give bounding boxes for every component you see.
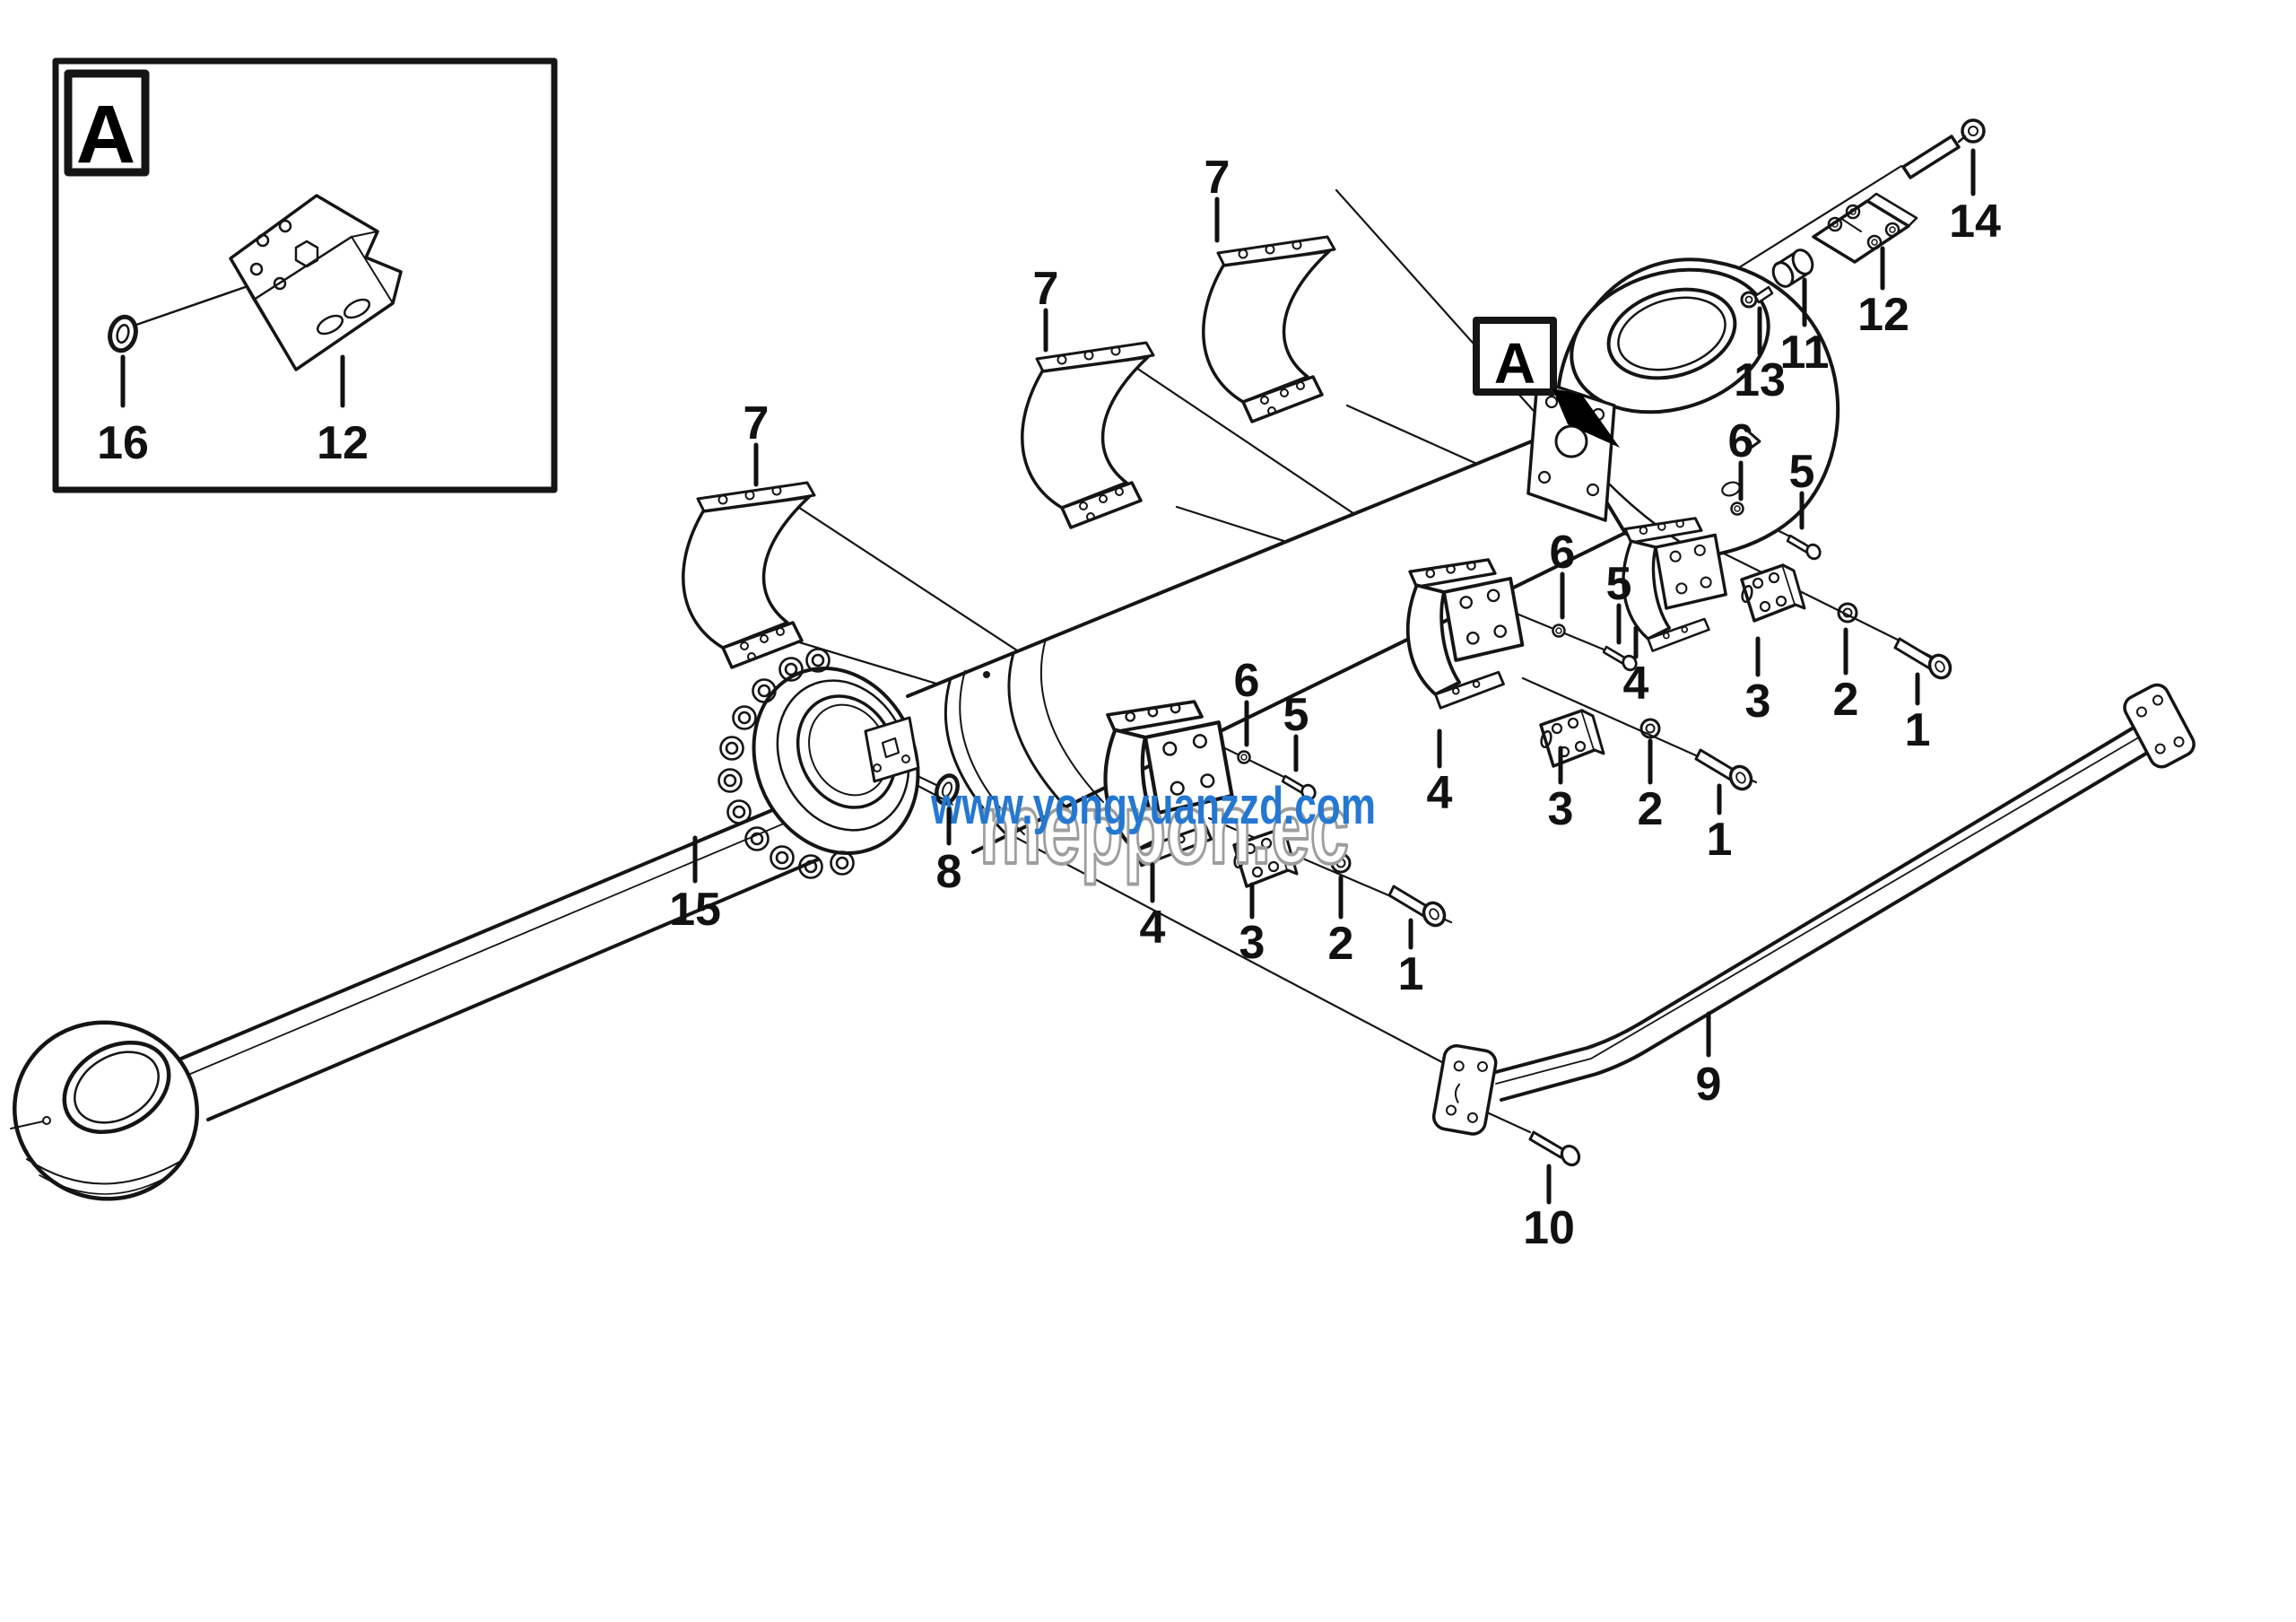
callout-3-mid: 3	[1548, 783, 1574, 835]
watermark-blue: www.yongyuanzzd.com	[930, 777, 1376, 835]
callout-7-b: 7	[1033, 263, 1059, 315]
callout-11: 11	[1780, 327, 1830, 379]
callout-6-mid: 6	[1550, 527, 1576, 579]
callout-15: 15	[669, 884, 721, 936]
detail-marker-a	[1473, 317, 1620, 448]
clamp-7-b	[1021, 341, 1155, 529]
bolt-1-left	[1387, 885, 1447, 928]
piston-rod-15	[179, 799, 820, 1121]
callout-4-left: 4	[1140, 902, 1166, 954]
callout-7-c: 7	[744, 397, 770, 449]
gland-bolts	[718, 648, 855, 879]
callout-6-left: 6	[1234, 655, 1260, 707]
cylinder-barrel	[906, 427, 1627, 854]
callout-5-right: 5	[1789, 446, 1815, 498]
bolt-1-right	[1893, 637, 1952, 680]
callout-2-left: 2	[1328, 918, 1354, 970]
bolt-14	[1901, 118, 1986, 179]
clamp-block-12	[1812, 192, 1918, 264]
callout-1-right: 1	[1905, 704, 1931, 756]
callout-8: 8	[936, 846, 962, 898]
screw-5-mid	[1602, 645, 1638, 672]
gland-assembly	[718, 648, 920, 879]
callout-3-right: 3	[1745, 676, 1771, 728]
inset-detail-box	[52, 57, 558, 493]
valve-block-12-inset	[229, 194, 403, 371]
o-ring-8	[935, 773, 960, 806]
cylinder-head	[1526, 257, 1840, 560]
callout-3-left: 3	[1239, 917, 1265, 969]
screw-13	[1740, 285, 1774, 309]
clamp-7-a	[1202, 235, 1336, 423]
pipe-flange-right	[2123, 683, 2196, 769]
clamp-7-c	[682, 481, 816, 669]
callout-12-head: 12	[1857, 289, 1909, 341]
screw-5-left	[1281, 774, 1317, 801]
callout-10: 10	[1523, 1202, 1575, 1254]
pipe-9	[1491, 723, 2151, 1102]
stud-6-left	[1237, 750, 1251, 764]
marker-view-a-detail: A	[1494, 331, 1535, 396]
callout-2-mid: 2	[1638, 783, 1664, 835]
bracket-4-mid	[1405, 558, 1525, 710]
callout-4-mid: 4	[1427, 767, 1453, 819]
callout-7-a: 7	[1205, 152, 1231, 204]
pin-10	[1528, 1130, 1581, 1167]
callout-12-inset: 12	[317, 417, 369, 469]
bracket-4-left	[1103, 700, 1234, 868]
block-3-mid	[1539, 709, 1605, 768]
callout-14: 14	[1949, 196, 2001, 248]
watermark-gray: meppon.ec	[979, 772, 1349, 885]
bracket-4-right	[1622, 517, 1727, 652]
callout-13: 13	[1734, 354, 1786, 406]
pipe-flange-left	[1431, 1043, 1498, 1136]
callout-6-right: 6	[1728, 415, 1754, 467]
screw-5-right	[1786, 534, 1822, 561]
callout-2-right: 2	[1833, 674, 1859, 726]
marker-view-a-inset: A	[76, 89, 135, 180]
stud-6-mid	[1552, 624, 1566, 638]
block-3-right	[1740, 563, 1806, 623]
o-ring-16	[108, 314, 138, 353]
stud-6-right	[1730, 501, 1744, 516]
callout-5-mid: 5	[1606, 558, 1632, 610]
callout-4-right: 4	[1623, 658, 1649, 710]
bolt-1-mid	[1694, 748, 1753, 791]
callout-9: 9	[1696, 1059, 1722, 1111]
rod-eye	[10, 1020, 199, 1201]
callout-16: 16	[97, 417, 149, 469]
washer-2-mid	[1639, 718, 1661, 739]
callout-1-mid: 1	[1707, 814, 1733, 866]
washer-2-left	[1330, 852, 1352, 874]
callout-1-left: 1	[1398, 948, 1424, 1000]
washer-2-right	[1837, 602, 1858, 624]
spacer-11	[1771, 249, 1814, 288]
callout-5-left: 5	[1283, 689, 1309, 741]
block-3-left	[1232, 829, 1299, 888]
